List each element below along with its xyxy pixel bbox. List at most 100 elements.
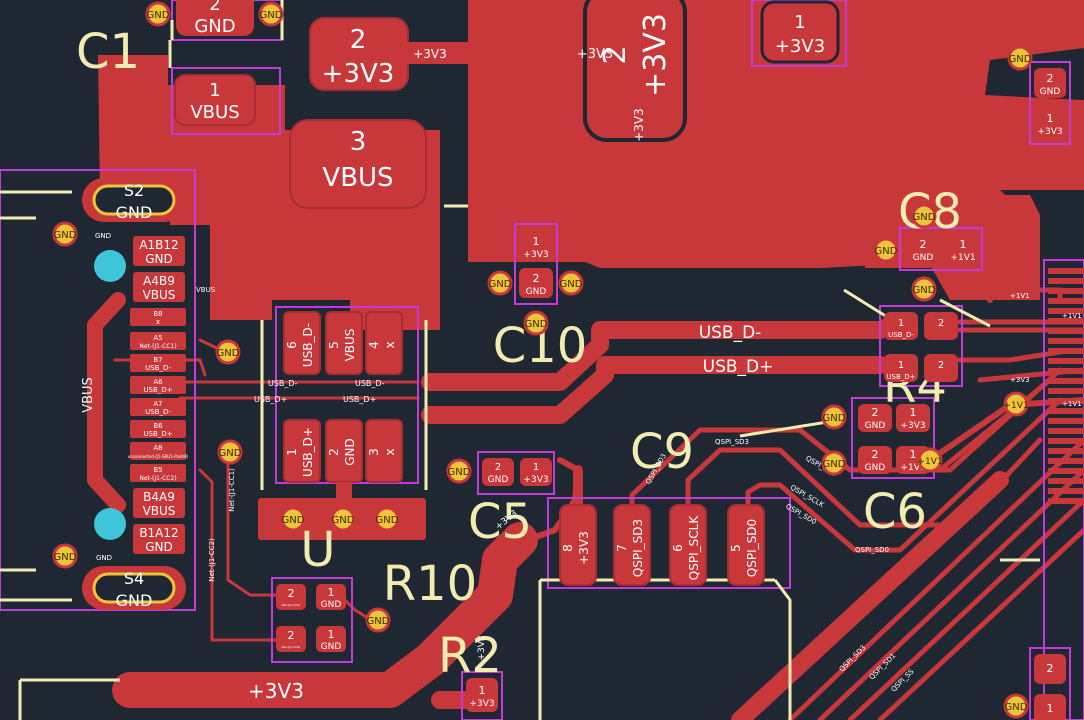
- trace-label-usb-dm: USB_D-: [699, 323, 762, 343]
- usb-pin-b7: B7 USB_D-: [130, 354, 186, 372]
- gnd-via: GND: [374, 506, 400, 532]
- pad-esd-3: 3 x: [365, 419, 403, 483]
- svg-text:GND: GND: [1005, 702, 1028, 713]
- svg-text:1: 1: [794, 12, 805, 33]
- svg-text:VBUS: VBUS: [143, 504, 176, 518]
- silkscreen-text: C1 C10 C9 C5 C6 C8 R4 R10 R2 U: [76, 24, 962, 684]
- svg-text:A1B12: A1B12: [139, 238, 178, 252]
- svg-text:USB_D-: USB_D-: [888, 331, 914, 339]
- pads: 2 GND 1 VBUS 2 +3V3 +3V3 3 VBUS 2 +3V3 +…: [81, 0, 1084, 720]
- svg-text:B8: B8: [153, 310, 162, 318]
- svg-text:+3V3: +3V3: [1010, 376, 1030, 384]
- svg-text:+3V3: +3V3: [523, 475, 548, 485]
- usb-pin-a5: A5 Net-(J1-CC1): [130, 332, 186, 350]
- svg-text:VBUS: VBUS: [196, 286, 216, 294]
- gnd-via: GND: [365, 607, 391, 633]
- svg-text:7: 7: [615, 544, 629, 552]
- svg-text:GND: GND: [489, 279, 512, 290]
- svg-text:GND: GND: [116, 203, 153, 222]
- svg-text:1: 1: [960, 238, 967, 251]
- svg-text:2: 2: [533, 272, 540, 285]
- svg-text:1: 1: [910, 448, 917, 461]
- svg-text:2: 2: [209, 0, 220, 15]
- svg-text:B1A12: B1A12: [139, 526, 178, 540]
- usb-pin-a6: A6 USB_D+: [130, 376, 186, 394]
- svg-text:2: 2: [872, 448, 879, 461]
- svg-text:2: 2: [1047, 72, 1054, 85]
- pad-shield-s2: S2 GND: [82, 178, 186, 222]
- svg-text:GND: GND: [321, 600, 342, 610]
- svg-text:B6: B6: [153, 422, 163, 430]
- svg-text:QSPI_SD0: QSPI_SD0: [745, 519, 759, 577]
- trace-label-vbus: VBUS: [81, 377, 96, 413]
- pad-r-usb-dm-2: 2: [924, 312, 958, 340]
- svg-text:2: 2: [1047, 662, 1054, 675]
- svg-text:VBUS: VBUS: [143, 288, 176, 302]
- svg-text:5: 5: [327, 341, 341, 349]
- svg-text:GND: GND: [526, 287, 547, 297]
- pad-c1-1-vbus: 1 VBUS: [174, 74, 256, 126]
- pad-reg-2-3v3: 2 +3V3: [309, 17, 409, 91]
- svg-text:VBUS: VBUS: [322, 163, 393, 193]
- svg-text:2: 2: [872, 406, 879, 419]
- silk-c5: C5: [468, 494, 532, 550]
- svg-text:QSPI_SCLK: QSPI_SCLK: [687, 515, 701, 581]
- gnd-via: GND: [258, 1, 284, 27]
- usb-pin-a8: A8 unconnected-(J1-SBU1-PadA8): [128, 442, 189, 460]
- gnd-via: GND: [217, 439, 243, 465]
- svg-text:GND: GND: [560, 279, 583, 290]
- usb-pin-a4b9: A4B9 VBUS: [133, 272, 185, 302]
- trace-label-3v3-bottom: +3V3: [248, 679, 304, 703]
- svg-text:USB_D+: USB_D+: [143, 386, 172, 394]
- pad-flash-6: 6 QSPI_SCLK: [669, 504, 707, 586]
- svg-text:1: 1: [533, 235, 540, 248]
- svg-text:+1V1: +1V1: [1062, 400, 1082, 408]
- svg-text:2: 2: [938, 318, 944, 329]
- pad-br-2: 2: [1034, 654, 1066, 684]
- pad-r-usb-dp-2: 2: [924, 354, 958, 382]
- svg-text:1: 1: [209, 80, 220, 101]
- silk-c9: C9: [630, 424, 694, 480]
- svg-text:GND: GND: [54, 230, 77, 241]
- gnd-via: GND: [487, 270, 513, 296]
- pad-flash-8: 8 +3V3: [559, 504, 597, 586]
- trace-label-usb-dp: USB_D+: [703, 357, 774, 377]
- svg-text:B7: B7: [153, 356, 162, 364]
- svg-text:GND: GND: [823, 413, 846, 424]
- gnd-via: GND: [280, 506, 306, 532]
- svg-text:x: x: [383, 341, 397, 348]
- svg-text:B4A9: B4A9: [143, 490, 175, 504]
- pad-c10-1: 1 +3V3: [519, 230, 553, 260]
- svg-text:1: 1: [285, 448, 299, 456]
- svg-text:GND: GND: [875, 246, 898, 257]
- svg-text:VBUS: VBUS: [190, 102, 239, 123]
- pad-ctr-2: 2 GND: [1034, 68, 1066, 98]
- svg-text:x: x: [383, 448, 397, 455]
- vias: GND GND GND GND GND GND GND GND GND GND GND GND GND G…: [52, 1, 1033, 719]
- gnd-via: GND: [821, 450, 847, 476]
- pad-esd-5: 5 VBUS: [325, 311, 363, 375]
- usb-pin-b5: B5 Net-(J1-CC2): [130, 464, 186, 482]
- pad-c10-2: 2 GND: [519, 268, 553, 298]
- svg-text:1: 1: [479, 684, 486, 697]
- usb-pin-b4a9: B4A9 VBUS: [133, 488, 185, 518]
- gnd-via: GND: [821, 404, 847, 430]
- gnd-via: GND: [446, 458, 472, 484]
- svg-text:+3V3: +3V3: [523, 250, 548, 260]
- svg-text:A4B9: A4B9: [143, 274, 175, 288]
- pad-r-usb-dp-1: 1 USB_D+: [884, 354, 918, 382]
- svg-text:USB_D+: USB_D+: [343, 395, 376, 404]
- trace-usb-dp: [421, 356, 889, 424]
- usb-pin-a1b12: A1B12 GND: [133, 236, 185, 266]
- svg-text:GND: GND: [376, 515, 399, 526]
- gnd-via: GND: [911, 276, 937, 302]
- usb-pin-b8: B8 x: [130, 308, 186, 326]
- trace-usb-dm: [421, 321, 889, 391]
- silk-r2: R2: [438, 628, 502, 684]
- v1v1-via: +1V1: [1003, 391, 1029, 417]
- svg-text:USB_D-: USB_D-: [145, 364, 171, 372]
- svg-text:GND: GND: [321, 642, 342, 652]
- svg-text:+3V3: +3V3: [322, 59, 395, 89]
- svg-text:USB_D-: USB_D-: [268, 379, 298, 388]
- svg-text:USB_D+: USB_D+: [254, 395, 287, 404]
